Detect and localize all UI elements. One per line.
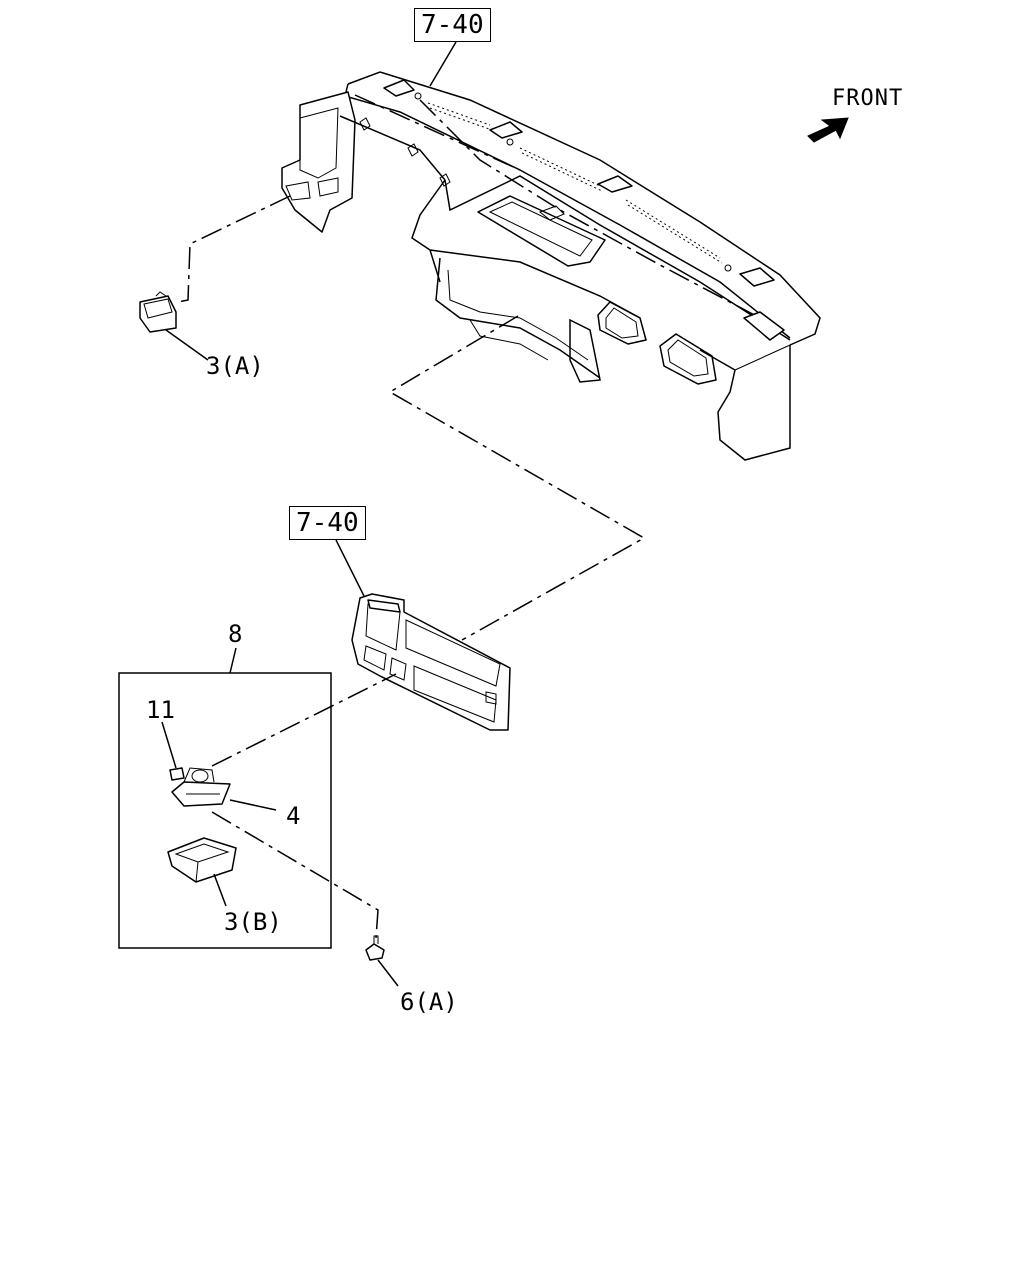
part-3b (167, 837, 237, 883)
leader-3a (165, 329, 209, 361)
instrument-panel (281, 71, 821, 461)
dash-3a (177, 195, 291, 303)
kit-box (118, 672, 332, 949)
leader-8 (229, 647, 237, 674)
dash-panel-bezel (388, 315, 646, 641)
leader-ref-top (429, 41, 457, 87)
dash-4-bezel (211, 673, 397, 767)
ref-box-mid: 7-40 (289, 506, 366, 540)
callout-4: 4 (286, 802, 301, 830)
leader-11 (161, 721, 177, 769)
part-4 (171, 767, 231, 807)
part-6a (365, 935, 385, 961)
leader-ref-mid (335, 539, 365, 597)
part-11 (169, 767, 185, 781)
front-label: FRONT (832, 86, 904, 111)
callout-11: 11 (146, 696, 175, 724)
front-arrow-icon (807, 117, 849, 143)
callout-8: 8 (228, 620, 243, 648)
callout-3a: 3(A) (206, 352, 264, 380)
ref-box-top: 7-40 (414, 8, 491, 42)
leader-4 (229, 799, 277, 811)
leader-3b (213, 873, 227, 907)
part-3a (139, 291, 177, 333)
callout-6a: 6(A) (400, 988, 458, 1016)
center-bezel (351, 593, 511, 731)
leader-6a (377, 959, 399, 987)
dash-6a (211, 811, 379, 939)
callout-3b: 3(B) (224, 908, 282, 936)
